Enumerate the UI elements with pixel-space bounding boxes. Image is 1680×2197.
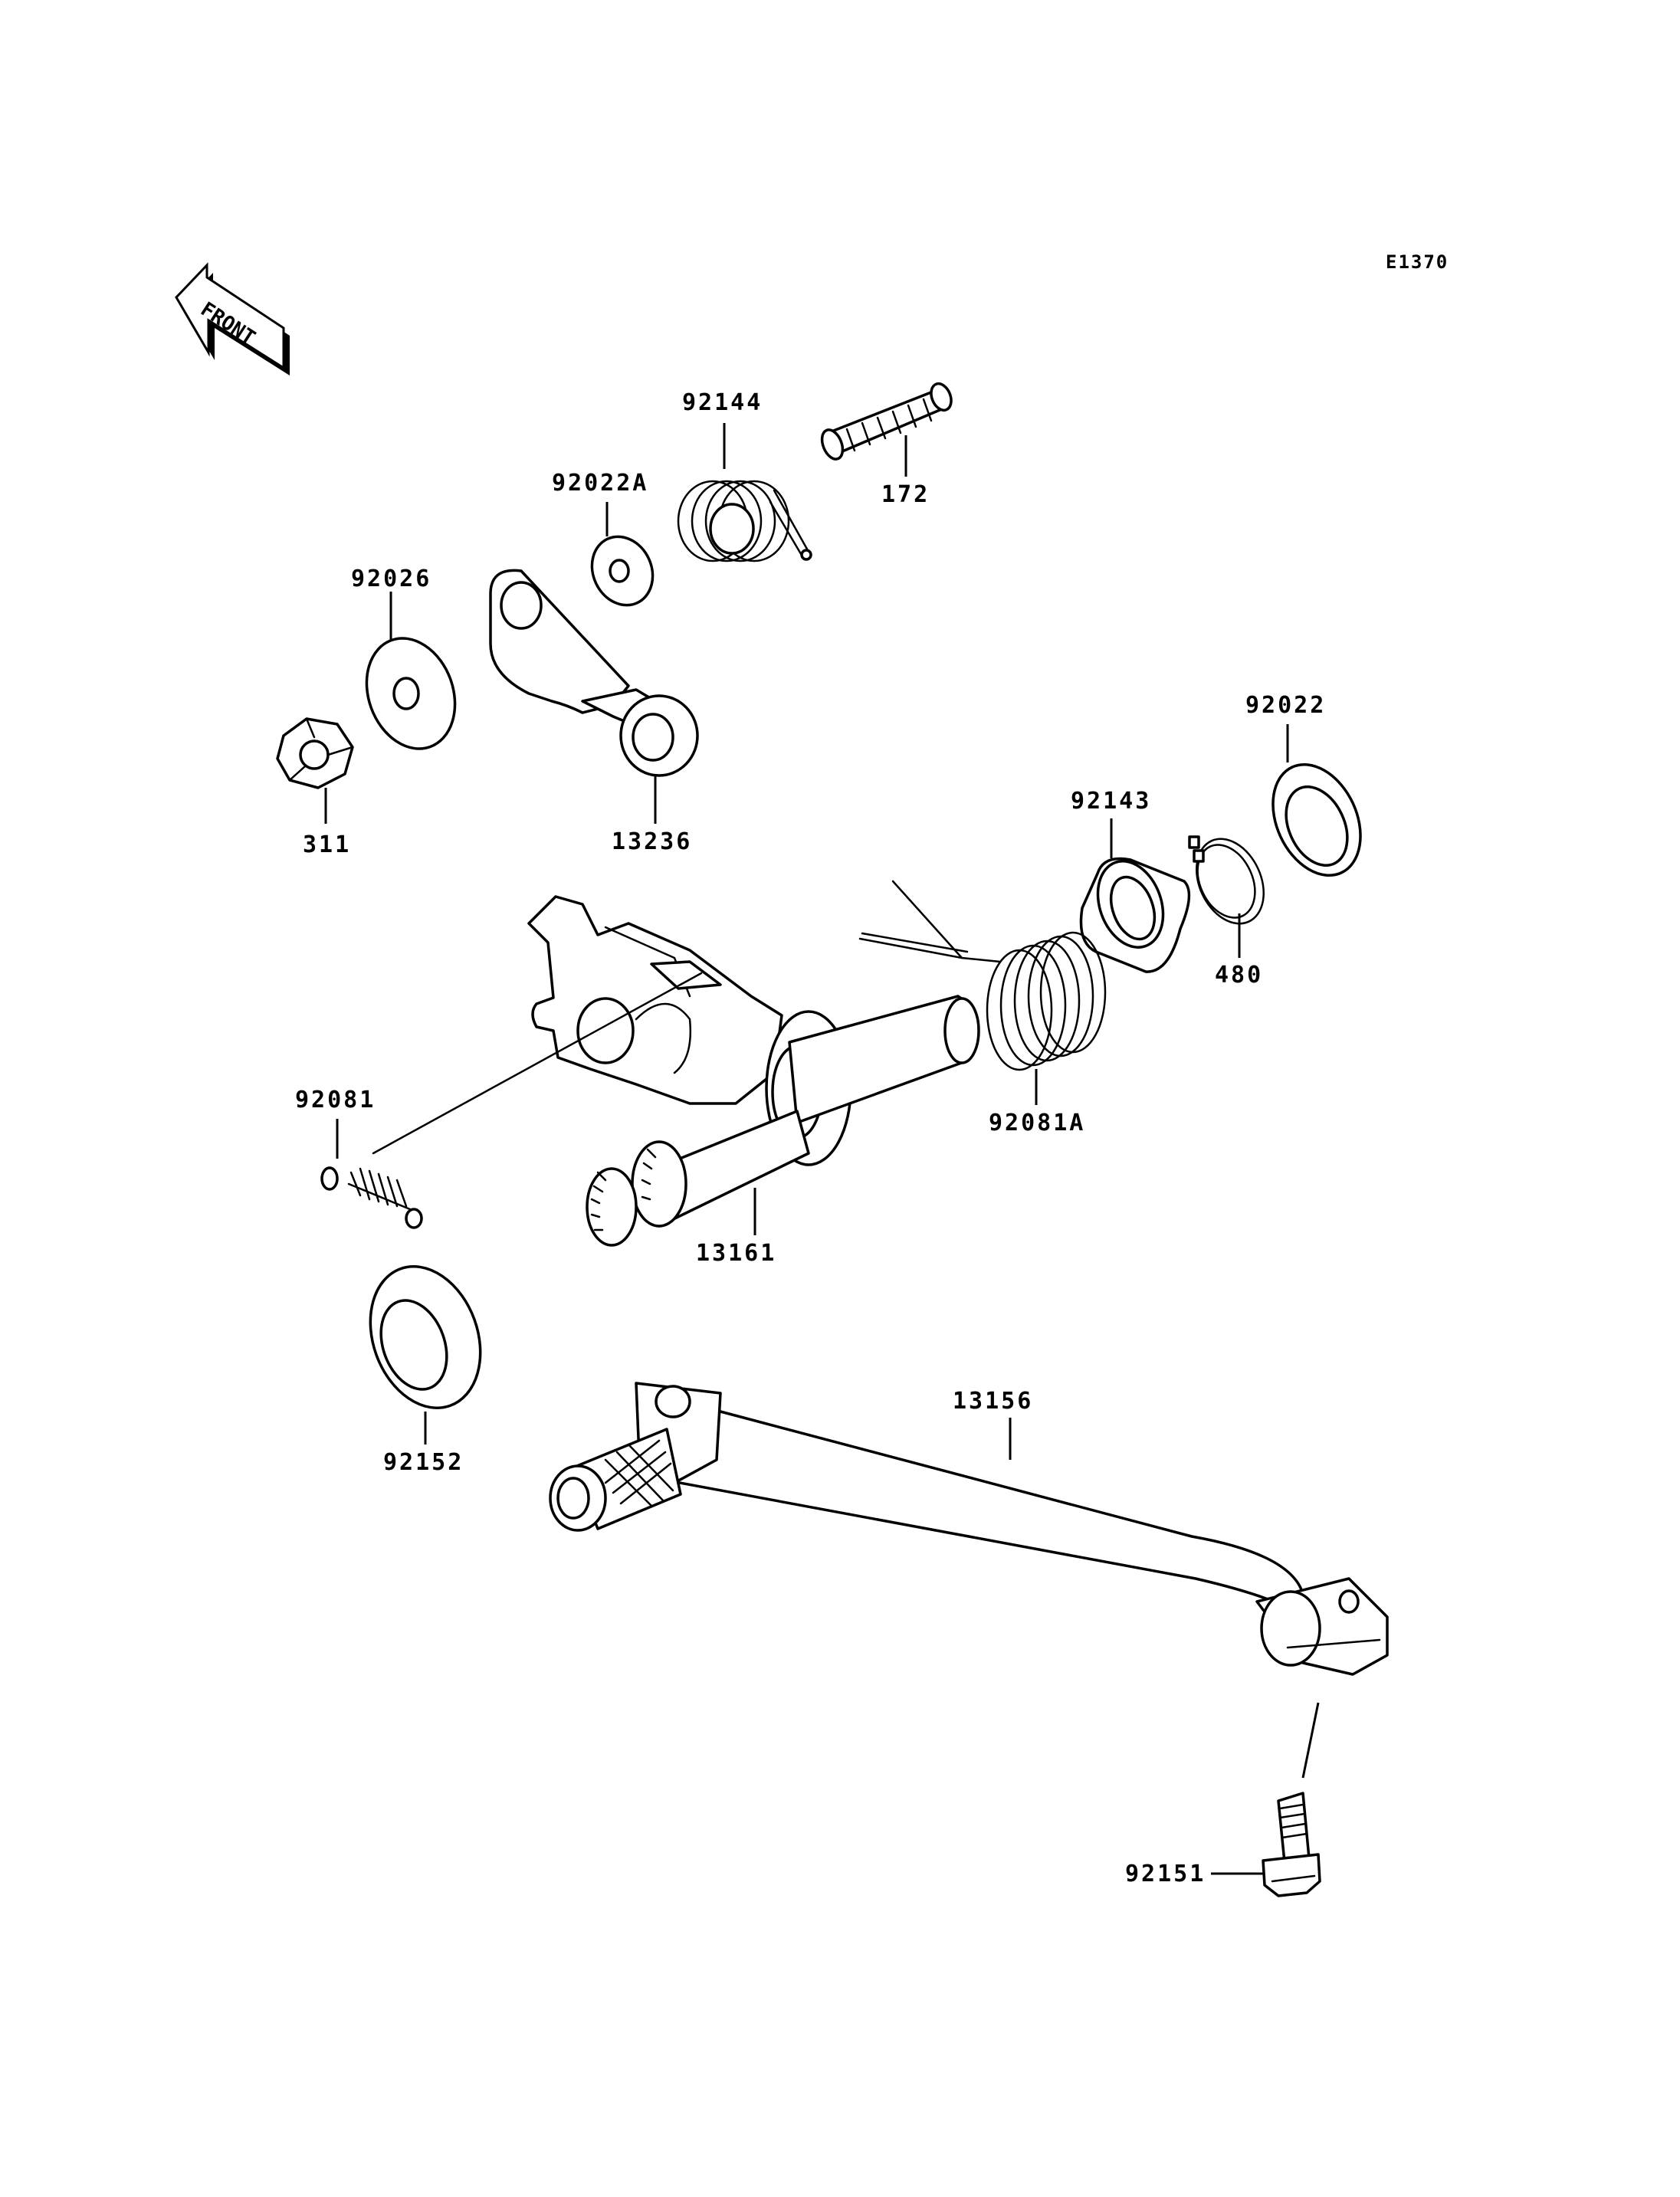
part-92022-washer (1271, 762, 1362, 877)
label-13156: 13156 (953, 1388, 1033, 1415)
label-311: 311 (303, 831, 351, 858)
label-13236: 13236 (612, 828, 692, 855)
part-13156-shift-pedal (549, 1382, 1389, 1676)
part-92022A-washer (590, 535, 655, 607)
label-92026: 92026 (351, 566, 431, 592)
label-92022A: 92022A (552, 470, 648, 497)
label-92081A: 92081A (989, 1110, 1085, 1136)
label-92151: 92151 (1125, 1861, 1206, 1887)
label-92152: 92152 (383, 1449, 464, 1476)
label-13161: 13161 (696, 1240, 776, 1267)
label-172: 172 (881, 481, 930, 508)
diagram-code: E1370 (1386, 251, 1449, 273)
part-92144-spring (677, 480, 812, 562)
part-92081-spring (320, 972, 703, 1229)
part-480-circlip (1188, 835, 1265, 925)
front-arrow-icon: FRONT (175, 262, 290, 375)
label-92143: 92143 (1071, 788, 1151, 815)
label-92022: 92022 (1245, 692, 1326, 719)
part-311-nut (276, 717, 354, 789)
part-13161-shift-shaft (527, 895, 980, 1247)
part-13236-arm (489, 569, 699, 777)
label-480: 480 (1215, 962, 1263, 989)
part-92151-bolt (1262, 1702, 1321, 1897)
part-92152-seal (369, 1264, 482, 1410)
part-92026-washer (365, 637, 457, 750)
part-92143-collar (1079, 857, 1191, 973)
part-172-pin (820, 382, 953, 461)
label-92081: 92081 (295, 1087, 376, 1113)
part-92081A-spring (858, 880, 1107, 1071)
label-92144: 92144 (682, 389, 763, 416)
